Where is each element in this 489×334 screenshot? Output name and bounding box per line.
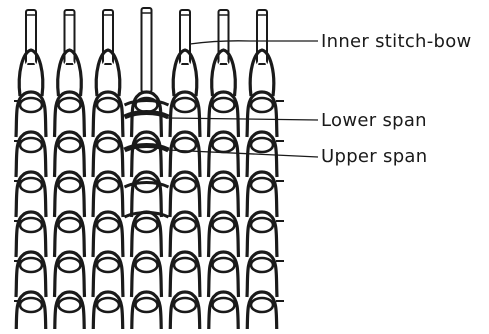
label-upper-span: Upper span [321, 148, 427, 166]
stitch-interlock [251, 138, 273, 152]
stitch-interlock [213, 298, 235, 312]
stitch-interlock [251, 298, 273, 312]
ladder-span [125, 183, 169, 188]
lower-span-bar [125, 113, 169, 118]
stitch-interlock [174, 298, 196, 312]
needle [219, 10, 229, 64]
stitch-loop-highlight [174, 298, 196, 329]
label-lower-span: Lower span [321, 112, 427, 130]
stitch-interlock [213, 138, 235, 152]
stitch-interlock [174, 218, 196, 232]
stitch-interlock [97, 298, 119, 312]
needle [26, 10, 36, 64]
stitch-interlock [20, 258, 42, 272]
needle [142, 8, 152, 92]
stitch-interlock [97, 98, 119, 112]
stitch-interlock [20, 98, 42, 112]
stitch-interlock [136, 298, 158, 312]
stitch-interlock [251, 258, 273, 272]
stitch-interlock [251, 178, 273, 192]
stitch-interlock [97, 138, 119, 152]
stitch-interlock [59, 258, 81, 272]
stitch-interlock [20, 298, 42, 312]
stitch-interlock [97, 178, 119, 192]
stitch-interlock [251, 218, 273, 232]
needle [103, 10, 113, 64]
stitch-interlock [59, 98, 81, 112]
stitch-interlock [213, 258, 235, 272]
upper-span-bar [125, 146, 169, 151]
stitch-interlock [174, 98, 196, 112]
stitch-loop-highlight [97, 298, 119, 329]
stitch-interlock [59, 298, 81, 312]
loops-group [14, 50, 284, 329]
stitch-interlock [20, 218, 42, 232]
stitch-interlock [251, 98, 273, 112]
leader-lower-span [168, 118, 318, 120]
stitch-loop-highlight [59, 298, 81, 329]
stitch-interlock [59, 178, 81, 192]
stitch-interlock [174, 258, 196, 272]
stitch-loop-highlight [136, 298, 158, 329]
stitch-interlock [174, 178, 196, 192]
needle [65, 10, 75, 64]
stitch-loop-highlight [213, 298, 235, 329]
stitch-interlock [136, 178, 158, 192]
stitch-loop-highlight [251, 298, 273, 329]
stitch-interlock [97, 218, 119, 232]
stitch-interlock [213, 98, 235, 112]
stitch-interlock [213, 218, 235, 232]
stitch-interlock [97, 258, 119, 272]
ladder-span [125, 101, 169, 106]
stitch-interlock [136, 258, 158, 272]
leader-inner-stitch-bow [190, 41, 318, 44]
needle [257, 10, 267, 64]
stitch-interlock [59, 218, 81, 232]
stitch-interlock [20, 178, 42, 192]
stitch-loop-highlight [20, 298, 42, 329]
stitch-interlock [136, 218, 158, 232]
label-inner-stitch-bow: Inner stitch-bow [321, 33, 472, 51]
leader-upper-span [168, 150, 318, 157]
stitch-interlock [59, 138, 81, 152]
stitch-interlock [20, 138, 42, 152]
stitch-interlock [213, 178, 235, 192]
needle [180, 10, 190, 64]
